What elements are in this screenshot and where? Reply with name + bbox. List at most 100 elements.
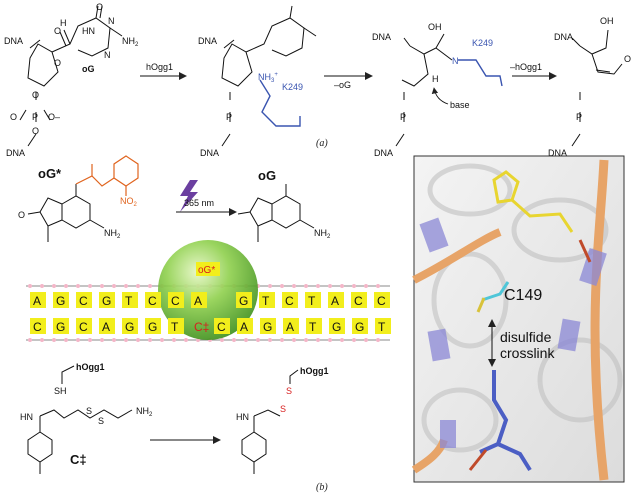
base-box	[30, 318, 46, 334]
backbone-dot	[316, 338, 320, 342]
base-arrow	[431, 87, 449, 105]
base-box	[53, 292, 69, 308]
base-letter: A	[240, 320, 248, 334]
base-box	[259, 292, 275, 308]
base-box	[237, 318, 253, 334]
base-box	[168, 318, 184, 334]
s2-p: P	[226, 112, 232, 122]
hogg1-linker-2	[289, 369, 299, 384]
hogg1-linker-1	[61, 365, 75, 384]
base-box	[122, 318, 138, 334]
base-box	[306, 318, 322, 334]
base-letter: C	[148, 294, 157, 308]
backbone-dot	[148, 338, 152, 342]
arrow-3-label: –hOgg1	[510, 62, 542, 72]
base-box	[260, 318, 276, 334]
backbone-dot	[76, 338, 80, 342]
backbone-dot	[124, 284, 128, 288]
base-box	[283, 318, 299, 334]
s3-p: P	[400, 112, 406, 122]
base-letter: A	[102, 320, 110, 334]
base-letter: C	[171, 294, 180, 308]
base-letter: G	[56, 294, 65, 308]
s4-oh: OH	[600, 16, 614, 26]
s3-n: N	[452, 56, 459, 66]
s1-o-minus-left: O	[10, 112, 17, 122]
base-letter: T	[262, 294, 270, 308]
base-box	[329, 318, 345, 334]
s1-o-bottom: O	[32, 126, 39, 136]
s1-dna-top: DNA	[4, 36, 23, 46]
base-box	[374, 292, 390, 308]
disulfide-label: disulfide	[500, 329, 552, 345]
structure-product	[571, 29, 623, 147]
base-box	[191, 292, 207, 308]
hogg1-label-2: hOgg1	[300, 366, 329, 376]
base-box	[352, 318, 368, 334]
s1-o-carbonyl: O	[96, 2, 103, 12]
s2-dna-top: DNA	[198, 36, 217, 46]
s4-dna-top: DNA	[554, 32, 573, 42]
base-letter: G	[148, 320, 157, 334]
structure-og-star	[27, 184, 105, 242]
s1-o-top: O	[54, 26, 61, 36]
backbone-dot	[376, 338, 380, 342]
s1-n2: N	[104, 50, 111, 60]
dna-backbone-ribbon-left	[412, 228, 502, 284]
backbone-dot	[340, 284, 344, 288]
lightning-icon	[180, 180, 198, 212]
s1-nh2: NH2	[122, 36, 139, 48]
s3-k249: K249	[472, 38, 493, 48]
base-box	[53, 318, 69, 334]
panel-a: DNA O HN O N NH2 N H O oG O O P O– O DNA…	[4, 2, 631, 158]
backbone-dot	[304, 338, 308, 342]
base-box	[236, 292, 252, 308]
base-box	[375, 318, 391, 334]
base-letter: C	[217, 320, 226, 334]
backbone-dot	[172, 338, 176, 342]
base-letter: C	[79, 320, 88, 334]
base-letter: G	[125, 320, 134, 334]
backbone-dot	[100, 284, 104, 288]
base-letter: G	[102, 294, 111, 308]
base-box	[122, 292, 138, 308]
backbone-dot	[292, 284, 296, 288]
s4-o: O	[624, 54, 631, 64]
base-box	[351, 292, 367, 308]
backbone-dot	[316, 284, 320, 288]
base-box	[282, 292, 298, 308]
base-box	[99, 318, 115, 334]
backbone-dot	[52, 284, 56, 288]
base-box	[168, 292, 184, 308]
backbone-dot	[220, 338, 224, 342]
backbone-dot	[28, 284, 32, 288]
backbone-dot	[40, 338, 44, 342]
no2-label: NO2	[120, 196, 138, 208]
base-box	[328, 292, 344, 308]
backbone-dot	[124, 338, 128, 342]
base-letter: T	[378, 320, 386, 334]
backbone-dot	[268, 284, 272, 288]
og-star-tag: oG*	[198, 265, 215, 276]
base-letter: C	[354, 294, 363, 308]
base-letter: A	[33, 294, 41, 308]
backbone-dot	[64, 338, 68, 342]
s1-dna-bottom: DNA	[6, 148, 25, 158]
backbone-dot	[292, 338, 296, 342]
backbone-dot	[268, 338, 272, 342]
s4-p: P	[576, 112, 582, 122]
backbone-dot	[280, 338, 284, 342]
dna-backbone-ribbon-right	[590, 159, 609, 481]
base-box	[76, 318, 92, 334]
s3-dna-top: DNA	[372, 32, 391, 42]
backbone-dot	[112, 284, 116, 288]
base-letter: T	[308, 294, 316, 308]
structure-crosslinked	[241, 409, 281, 474]
backbone-dot	[304, 284, 308, 288]
og-title: oG	[258, 168, 276, 183]
hn-label-1: HN	[20, 412, 33, 422]
s2-nh3: NH3+	[258, 72, 278, 84]
s1-h: H	[60, 18, 67, 28]
backbone-dot	[76, 284, 80, 288]
